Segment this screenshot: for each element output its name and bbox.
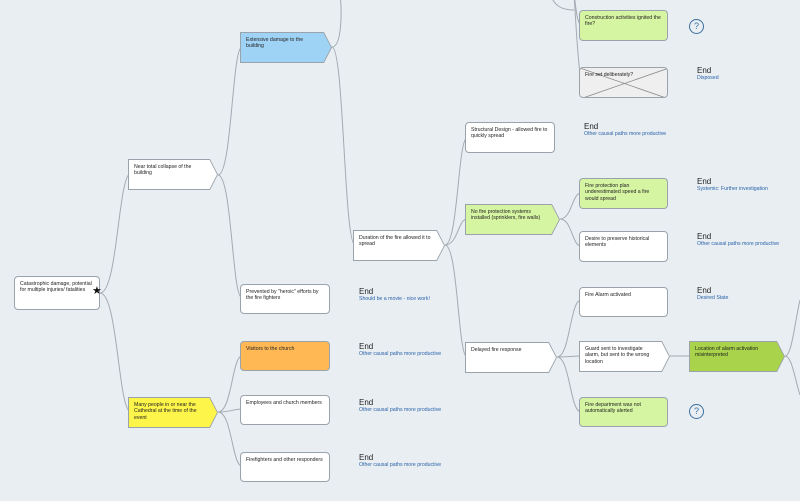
disposed-cross-icon xyxy=(580,68,667,97)
duration-node[interactable]: Duration of the fire allowed it to sprea… xyxy=(353,230,445,261)
deliberate-node-label: Fire set deliberately? xyxy=(585,72,634,78)
collapse-node-label: Near total collapse of the building xyxy=(134,164,192,177)
location-node-label: Location of alarm activation misinterpre… xyxy=(695,346,759,359)
employees-node-label: Employees and church members xyxy=(246,400,322,406)
end-desire[interactable]: End Other causal paths more productive xyxy=(697,232,779,247)
end-title: End xyxy=(359,398,374,407)
people-node-label: Many people in or near the Cathedral at … xyxy=(134,402,197,421)
firefighters-node-label: Firefighters and other responders xyxy=(246,457,323,463)
employees-node[interactable]: Employees and church members xyxy=(240,395,330,425)
dept-node[interactable]: Fire department was not automatically al… xyxy=(579,397,668,427)
people-node[interactable]: Many people in or near the Cathedral at … xyxy=(128,397,218,428)
visitors-node-label: Visitors to the church xyxy=(246,346,295,352)
end-fp-plan[interactable]: End Systemic: Further investigation xyxy=(697,177,768,192)
root-node[interactable]: Catastrophic damage, potential for multi… xyxy=(14,276,100,310)
structural-node-label: Structural Design - allowed fire to quic… xyxy=(471,127,548,140)
fp-plan-node-label: Fire protection plan underestimated spee… xyxy=(585,183,650,202)
end-subtitle[interactable]: Other causal paths more productive xyxy=(359,462,442,468)
duration-node-label: Duration of the fire allowed it to sprea… xyxy=(359,235,431,248)
structural-node[interactable]: Structural Design - allowed fire to quic… xyxy=(465,122,555,153)
end-prevented[interactable]: End Should be a movie - nice work! xyxy=(359,287,430,302)
end-visitors[interactable]: End Other causal paths more productive xyxy=(359,342,441,357)
end-subtitle[interactable]: Desired State xyxy=(697,295,729,301)
delayed-node[interactable]: Delayed fire response xyxy=(465,342,557,373)
end-subtitle[interactable]: Should be a movie - nice work! xyxy=(359,296,430,302)
star-icon: ★ xyxy=(92,285,102,297)
end-title: End xyxy=(697,177,712,186)
firefighters-node[interactable]: Firefighters and other responders xyxy=(240,452,330,482)
end-title: End xyxy=(697,232,712,241)
question-icon[interactable]: ? xyxy=(689,19,704,34)
visitors-node[interactable]: Visitors to the church xyxy=(240,341,330,371)
end-structural[interactable]: End Other causal paths more productive xyxy=(584,122,666,137)
question-icon[interactable]: ? xyxy=(689,404,704,419)
end-subtitle[interactable]: Other causal paths more productive xyxy=(359,351,442,357)
end-subtitle[interactable]: Other causal paths more productive xyxy=(584,131,667,137)
construction-node[interactable]: Construction activities ignited the fire… xyxy=(579,10,668,41)
collapse-node[interactable]: Near total collapse of the building xyxy=(128,159,218,190)
end-title: End xyxy=(697,66,712,75)
prevented-node[interactable]: Prevented by "heroic" efforts by the fir… xyxy=(240,284,330,314)
end-subtitle[interactable]: Other causal paths more productive xyxy=(359,407,442,413)
end-title: End xyxy=(697,286,712,295)
dept-node-label: Fire department was not automatically al… xyxy=(585,402,641,415)
construction-node-label: Construction activities ignited the fire… xyxy=(585,15,661,28)
alarm-node[interactable]: Fire Alarm activated xyxy=(579,287,668,317)
damage-node[interactable]: Extensive damage to the building xyxy=(240,32,332,63)
guard-node[interactable]: Guard sent to investigate alarm, but sen… xyxy=(579,341,670,372)
end-title: End xyxy=(359,342,374,351)
fp-plan-node[interactable]: Fire protection plan underestimated spee… xyxy=(579,178,668,209)
root-node-label: Catastrophic damage, potential for multi… xyxy=(20,281,92,294)
prevented-node-label: Prevented by "heroic" efforts by the fir… xyxy=(246,289,319,302)
damage-node-label: Extensive damage to the building xyxy=(246,37,304,50)
location-node[interactable]: Location of alarm activation misinterpre… xyxy=(689,341,785,372)
end-subtitle[interactable]: Systemic: Further investigation xyxy=(697,186,768,192)
end-title: End xyxy=(359,287,374,296)
no-protection-node-label: No fire protection systems installed (sp… xyxy=(471,209,541,222)
desire-node-label: Desire to preserve historical elements xyxy=(585,236,650,249)
no-protection-node[interactable]: No fire protection systems installed (sp… xyxy=(465,204,560,235)
end-title: End xyxy=(359,453,374,462)
end-subtitle[interactable]: Disposed xyxy=(697,75,719,81)
end-alarm[interactable]: End Desired State xyxy=(697,286,728,301)
end-subtitle[interactable]: Other causal paths more productive xyxy=(697,241,780,247)
end-deliberate[interactable]: End Disposed xyxy=(697,66,719,81)
deliberate-node[interactable]: Fire set deliberately? xyxy=(579,67,668,98)
end-employees[interactable]: End Other causal paths more productive xyxy=(359,398,441,413)
delayed-node-label: Delayed fire response xyxy=(471,347,522,353)
guard-node-label: Guard sent to investigate alarm, but sen… xyxy=(585,346,650,365)
alarm-node-label: Fire Alarm activated xyxy=(585,292,631,298)
desire-node[interactable]: Desire to preserve historical elements xyxy=(579,231,668,262)
end-firefighters[interactable]: End Other causal paths more productive xyxy=(359,453,441,468)
end-title: End xyxy=(584,122,599,131)
